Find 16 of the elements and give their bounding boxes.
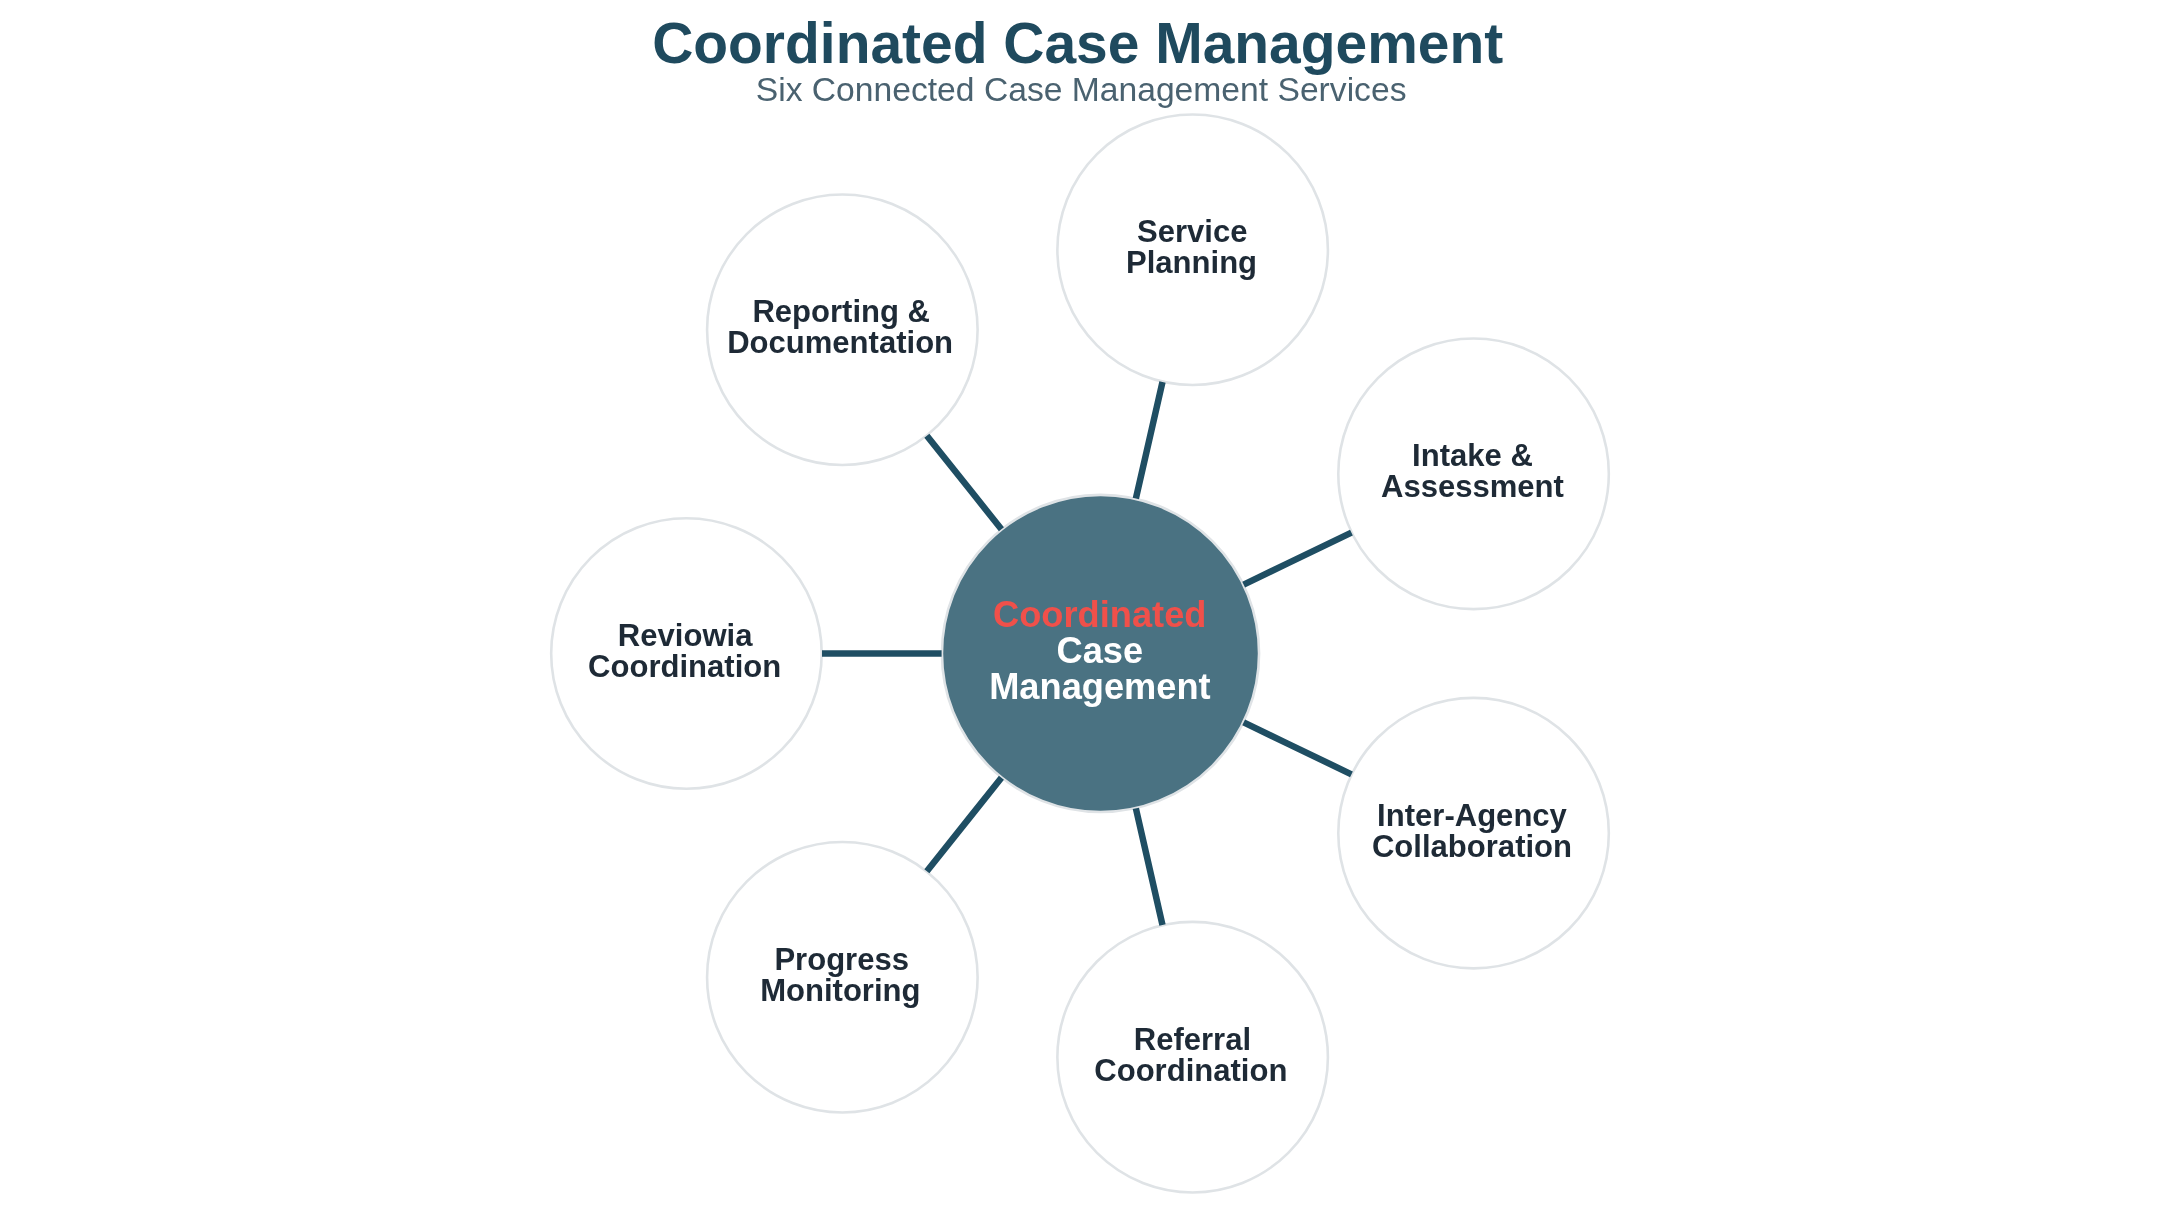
node-circle: Progress Monitoring <box>705 840 979 1114</box>
connector <box>1132 381 1166 500</box>
connector <box>1242 719 1353 778</box>
diagram-title: Coordinated Case Management <box>652 11 1504 76</box>
connector <box>1242 529 1353 588</box>
node-circle: Intake & Assessment <box>1337 337 1611 611</box>
node-circle: Referral Coordination <box>1056 920 1330 1194</box>
node-circle: Inter-Agency Collaboration <box>1337 696 1611 970</box>
node-circle: Reporting & Documentation <box>705 193 979 467</box>
connector <box>924 433 1004 532</box>
connector <box>1132 807 1166 926</box>
node-circle: Coordinated Case Management <box>940 493 1261 814</box>
connector <box>924 775 1004 874</box>
node-circle: Service Planning <box>1056 113 1330 387</box>
connector <box>822 650 942 657</box>
node-circle: Reviowia Coordination <box>549 516 823 791</box>
